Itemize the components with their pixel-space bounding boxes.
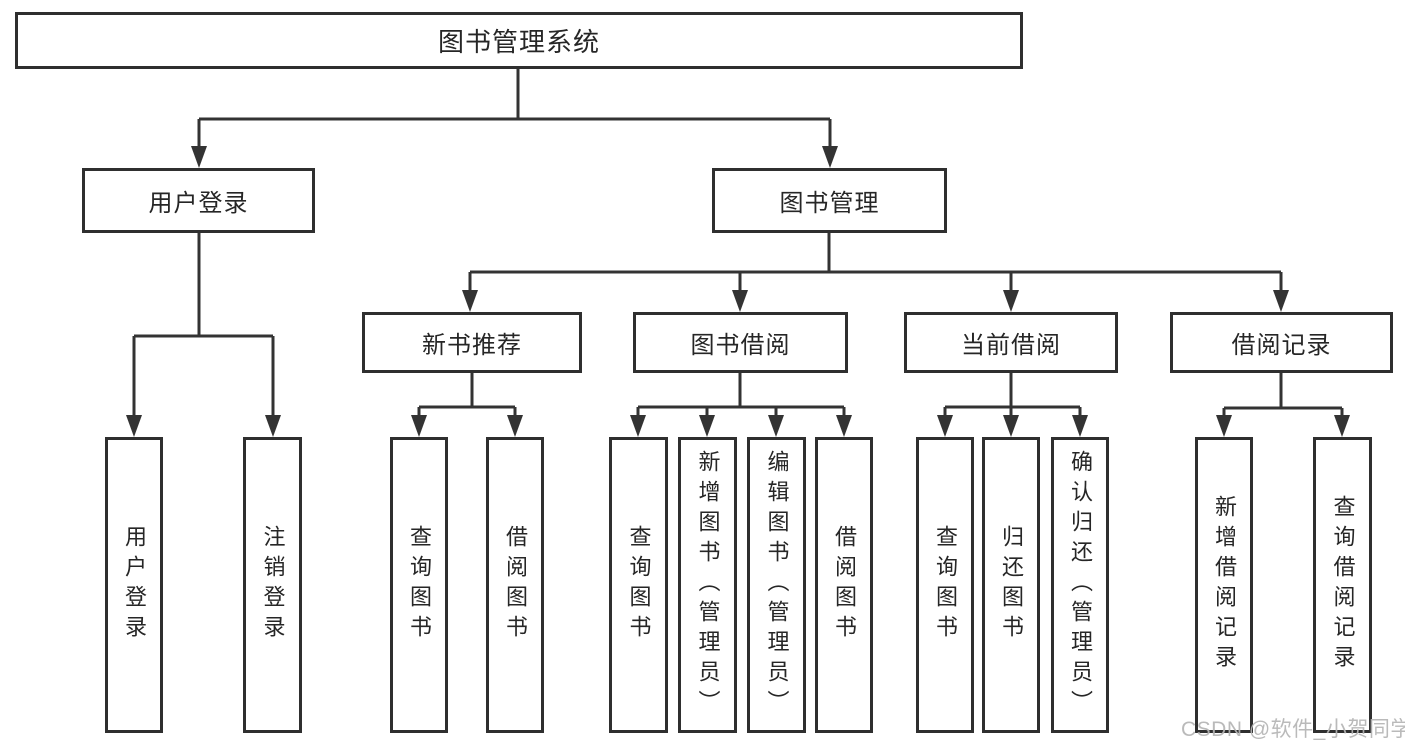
node-label: 图书管理 (779, 190, 880, 217)
leaf-query-books-recommend: 查询图书 (390, 437, 448, 733)
node-label: 当前借阅 (961, 332, 1061, 359)
node-label: 图书管理系统 (437, 27, 600, 57)
leaf-label: 借阅图书 (503, 525, 528, 645)
leaf-add-borrow-record: 新增借阅记录 (1195, 437, 1253, 733)
node-library-management-system: 图书管理系统 (15, 12, 1023, 69)
leaf-add-books-admin: 新增图书（管理员） (678, 437, 737, 733)
leaf-label: 借阅图书 (832, 525, 857, 645)
node-book-borrowing: 图书借阅 (633, 312, 848, 373)
leaf-label: 归还图书 (999, 525, 1024, 645)
leaf-edit-books-admin: 编辑图书（管理员） (747, 437, 806, 733)
node-label: 新书推荐 (422, 332, 522, 359)
leaf-query-borrow-record: 查询借阅记录 (1313, 437, 1372, 733)
node-current-borrowing: 当前借阅 (904, 312, 1118, 373)
leaf-label: 查询图书 (933, 525, 958, 645)
leaf-borrow-books-recommend: 借阅图书 (486, 437, 544, 733)
leaf-label: 用户登录 (122, 525, 147, 645)
leaf-label: 新增借阅记录 (1212, 495, 1237, 675)
csdn-watermark: CSDN @软件_小贺同学 (1181, 718, 1405, 741)
node-label: 用户登录 (148, 190, 249, 217)
node-user-login: 用户登录 (82, 168, 315, 233)
node-borrowing-records: 借阅记录 (1170, 312, 1393, 373)
leaf-logout: 注销登录 (243, 437, 302, 733)
leaf-label: 注销登录 (260, 525, 286, 645)
node-label: 图书借阅 (690, 332, 791, 359)
node-label: 借阅记录 (1231, 332, 1332, 359)
leaf-confirm-return-admin: 确认归还（管理员） (1051, 437, 1109, 733)
leaf-return-books: 归还图书 (982, 437, 1040, 733)
leaf-label: 编辑图书（管理员） (764, 450, 790, 720)
node-new-book-recommendation: 新书推荐 (362, 312, 582, 373)
leaf-borrow-books-borrowing: 借阅图书 (815, 437, 873, 733)
leaf-label: 新增图书（管理员） (695, 450, 721, 720)
leaf-user-login: 用户登录 (105, 437, 163, 733)
leaf-label: 查询图书 (407, 525, 432, 645)
leaf-label: 确认归还（管理员） (1068, 450, 1093, 720)
leaf-label: 查询借阅记录 (1330, 495, 1356, 675)
leaf-query-books-current: 查询图书 (916, 437, 974, 733)
leaf-query-books-borrowing: 查询图书 (609, 437, 668, 733)
leaf-label: 查询图书 (626, 525, 652, 645)
node-book-management: 图书管理 (712, 168, 947, 233)
